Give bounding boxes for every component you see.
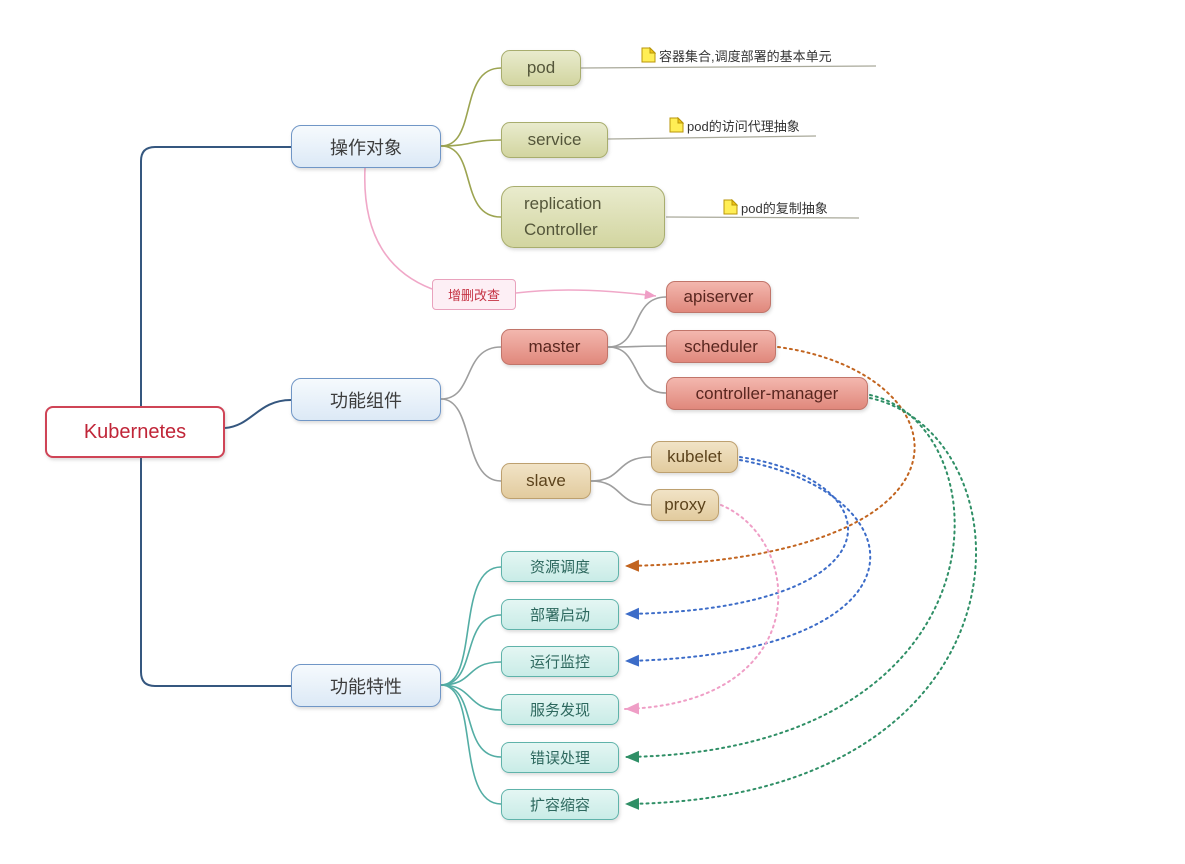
topic-label: 扩容缩容: [529, 797, 590, 814]
branch-operation-objects[interactable]: 操作对象: [291, 125, 441, 168]
topic-scale-in-out[interactable]: 扩容缩容: [501, 789, 619, 820]
topic-label: 部署启动: [529, 607, 590, 624]
topic-label: master: [528, 337, 581, 356]
topic-controller-manager[interactable]: controller-manager: [666, 377, 868, 410]
topic-slave[interactable]: slave: [501, 463, 591, 499]
topic-label: controller-manager: [695, 383, 839, 403]
note-icon[interactable]: [641, 46, 657, 66]
branch-label: 功能组件: [330, 390, 402, 411]
note-leader-lines: [580, 65, 877, 219]
components-branch-connectors: [440, 296, 667, 506]
topic-scheduler[interactable]: scheduler: [666, 330, 776, 363]
topic-service[interactable]: service: [501, 122, 608, 158]
note-replication: pod的复制抽象: [723, 198, 828, 218]
note-service: pod的访问代理抽象: [669, 116, 800, 136]
root-branch-connectors: [140, 146, 292, 687]
callout-crud[interactable]: 增删改查: [432, 279, 516, 310]
topic-label: 服务发现: [529, 702, 590, 719]
topic-label: service: [527, 130, 582, 149]
topic-label: kubelet: [667, 447, 722, 466]
topic-deploy-start[interactable]: 部署启动: [501, 599, 619, 630]
topic-label: 错误处理: [529, 750, 590, 767]
note-text: pod的复制抽象: [741, 201, 828, 216]
topic-label: 运行监控: [529, 654, 590, 671]
topic-runtime-monitoring[interactable]: 运行监控: [501, 646, 619, 677]
topic-service-discovery[interactable]: 服务发现: [501, 694, 619, 725]
topic-label: replication Controller: [524, 193, 602, 239]
branch-function-features[interactable]: 功能特性: [291, 664, 441, 707]
branch-function-components[interactable]: 功能组件: [291, 378, 441, 421]
topic-apiserver[interactable]: apiserver: [666, 281, 771, 313]
topic-pod[interactable]: pod: [501, 50, 581, 86]
topic-kubelet[interactable]: kubelet: [651, 441, 738, 473]
topic-label: slave: [526, 471, 566, 490]
objects-branch-connectors: [440, 67, 502, 218]
note-text: pod的访问代理抽象: [687, 119, 800, 134]
root-topic-label: Kubernetes: [83, 420, 187, 443]
branch-label: 操作对象: [330, 137, 402, 158]
branch-label: 功能特性: [330, 676, 402, 697]
topic-error-handling[interactable]: 错误处理: [501, 742, 619, 773]
topic-resource-scheduling[interactable]: 资源调度: [501, 551, 619, 582]
topic-label: proxy: [664, 495, 706, 514]
topic-proxy[interactable]: proxy: [651, 489, 719, 521]
topic-label: apiserver: [683, 287, 754, 306]
features-branch-connectors: [440, 566, 502, 805]
root-topic-kubernetes[interactable]: Kubernetes: [45, 406, 225, 458]
note-text: 容器集合,调度部署的基本单元: [659, 49, 832, 64]
callout-label: 增删改查: [447, 288, 500, 303]
note-icon[interactable]: [669, 116, 685, 136]
topic-label: scheduler: [684, 336, 758, 356]
topic-label: 资源调度: [529, 559, 590, 576]
note-icon[interactable]: [723, 198, 739, 218]
topic-replication-controller[interactable]: replication Controller: [501, 186, 665, 248]
relationship-curves: [624, 346, 977, 810]
topic-label: pod: [526, 58, 556, 77]
callout-connectors: [364, 167, 657, 300]
note-pod: 容器集合,调度部署的基本单元: [641, 46, 832, 66]
topic-master[interactable]: master: [501, 329, 608, 365]
